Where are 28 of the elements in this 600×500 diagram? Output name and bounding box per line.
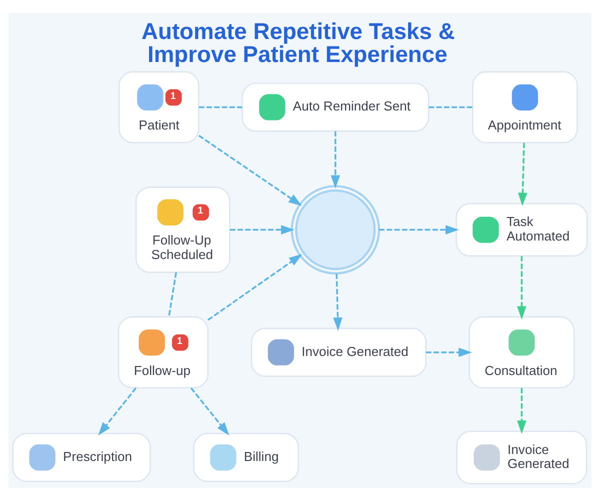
arrow: [230, 224, 294, 234]
arrow: [190, 386, 230, 435]
node-picture: [290, 184, 380, 274]
node-box: 1 Follow-up: [118, 316, 209, 388]
node-box: Invoice Generated: [456, 430, 588, 484]
arrow: [379, 224, 459, 234]
arrow: [198, 134, 302, 206]
connector: [428, 106, 472, 108]
arrow: [517, 388, 526, 434]
node-box: Task Automated: [456, 202, 588, 256]
arrow: [207, 254, 302, 320]
diagram-title: Automate Repetitive Tasks & Improve Patient Experience: [141, 17, 455, 66]
arrow: [517, 256, 526, 320]
node-box: Invoice Generated: [250, 327, 426, 376]
connector: [198, 106, 242, 108]
connector: [168, 272, 177, 316]
arrow: [333, 273, 342, 330]
node-box: 1 Follow-Up Scheduled: [135, 186, 230, 272]
node-box: 1 Patient: [118, 70, 200, 143]
arrow: [98, 386, 137, 435]
node-box: Consultation: [468, 316, 575, 388]
arrow: [518, 142, 528, 206]
node-box: Auto Reminder Sent: [242, 82, 430, 132]
node-box: Prescription: [12, 432, 151, 482]
node-box: Appointment: [472, 70, 578, 143]
arrow: [330, 130, 340, 188]
arrow: [426, 347, 472, 357]
node-box: Billing: [193, 432, 300, 482]
